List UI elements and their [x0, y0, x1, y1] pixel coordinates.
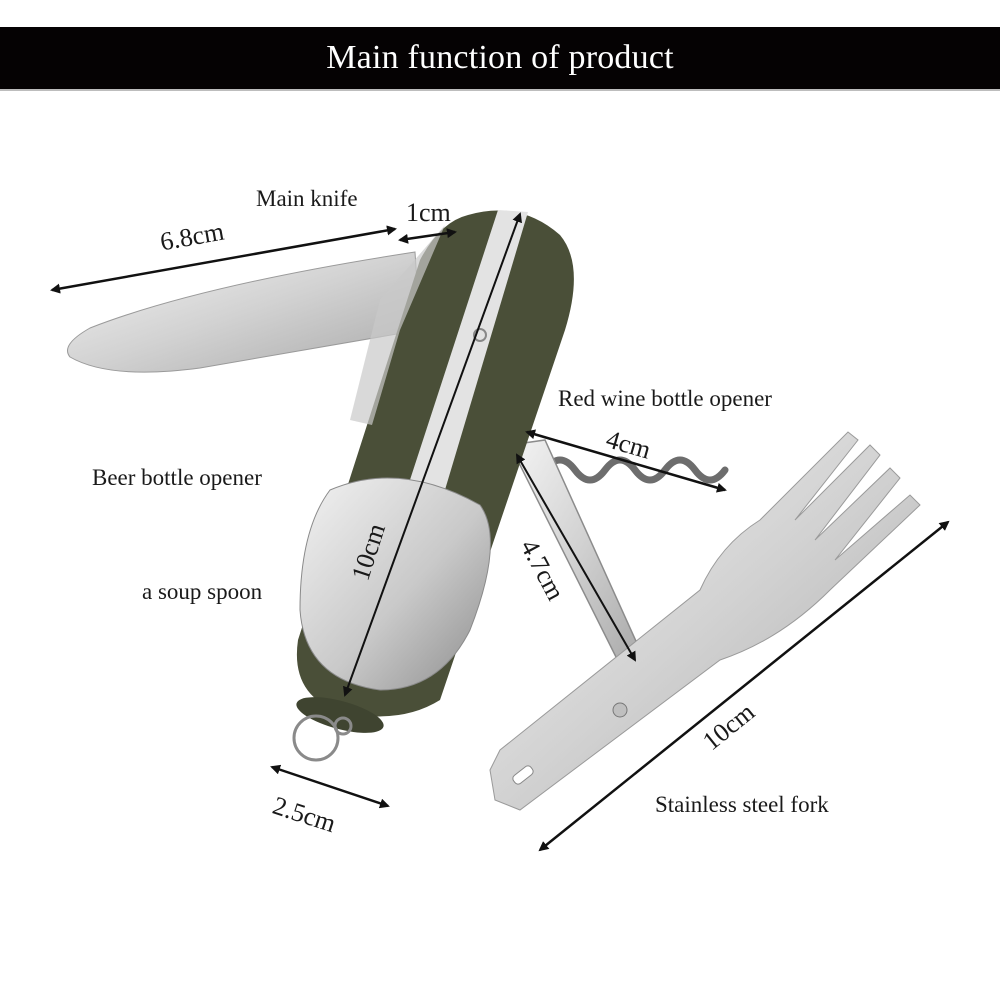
title-banner: Main function of product [0, 27, 1000, 89]
label-soup-spoon: a soup spoon [142, 579, 263, 604]
page-title: Main function of product [326, 39, 674, 76]
key-ring [292, 714, 353, 762]
dimension-lines [50, 212, 950, 852]
label-red-wine-opener: Red wine bottle opener [558, 386, 772, 411]
label-main-knife: Main knife [256, 186, 358, 211]
label-beer-opener: Beer bottle opener [92, 465, 262, 490]
label-fork: Stainless steel fork [655, 792, 829, 817]
dim-knife-width: 1cm [406, 198, 451, 227]
banner-divider [0, 89, 1000, 91]
